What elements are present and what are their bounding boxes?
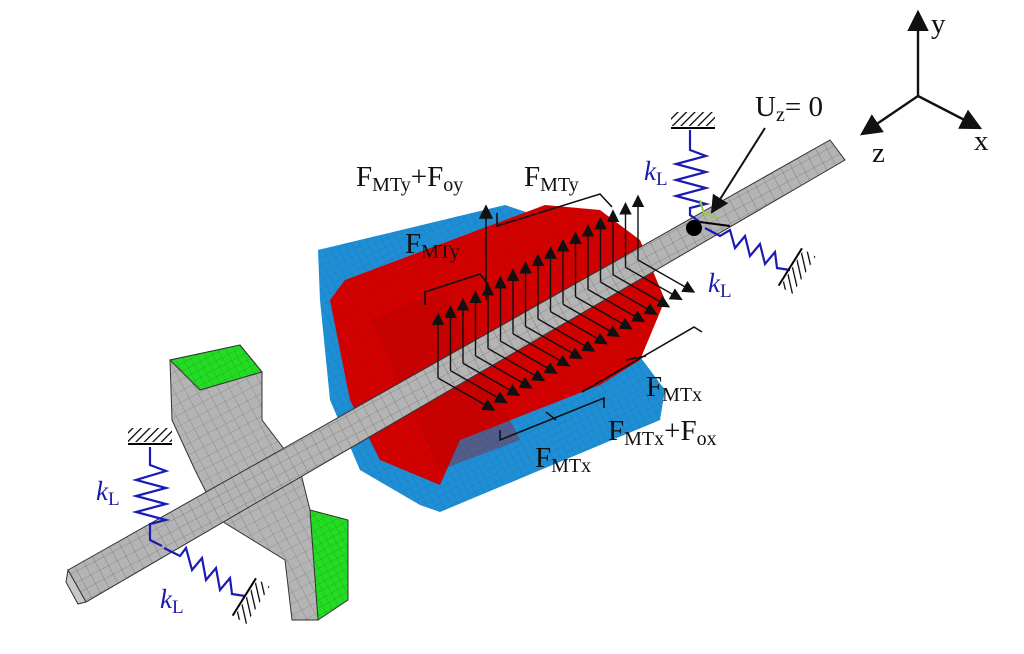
force-arrow-x	[637, 259, 696, 293]
spring-label-upper-vertical: kL	[644, 156, 668, 190]
force-arrow-x	[550, 311, 608, 345]
force-arrow-x	[475, 355, 533, 389]
axial-constraint	[686, 127, 766, 236]
force-arrow-x	[625, 266, 683, 301]
force-label-mtx-plus-fox: FMTx+Fox	[608, 415, 717, 450]
force-arrows	[431, 194, 696, 411]
axis-label-x: x	[974, 125, 989, 157]
force-arrow-x	[600, 281, 658, 315]
force-arrow-x	[562, 303, 621, 337]
spring-label-upper-diagonal: kL	[708, 268, 732, 302]
force-arrow-x	[537, 318, 596, 352]
force-brackets	[424, 193, 703, 442]
spring-supports	[131, 130, 791, 598]
force-arrow-x	[462, 362, 521, 396]
axis-label-z: z	[872, 137, 885, 169]
force-arrow-x	[525, 325, 583, 360]
spring-label-lower-vertical: kL	[96, 476, 120, 510]
ground-supports	[128, 112, 816, 625]
force-label-mty-left: FMTy	[405, 228, 460, 263]
force-arrow-x	[587, 288, 646, 323]
force-arrow-x	[487, 347, 546, 382]
force-arrow-x	[437, 377, 496, 411]
force-arrow-x	[450, 370, 508, 404]
coordinate-axes	[860, 9, 983, 136]
force-arrow-x	[512, 333, 571, 367]
shaft	[65, 139, 846, 605]
force-arrow-x	[500, 340, 558, 374]
force-arrow-x	[575, 296, 633, 330]
force-label-mtx-bottom: FMTx	[535, 442, 592, 477]
force-arrow-x	[612, 274, 671, 308]
constraint-label: Uz= 0	[755, 91, 823, 126]
force-label-mtx-right: FMTx	[646, 371, 703, 406]
force-label-mty-plus-foy: FMTy+Foy	[356, 161, 464, 196]
spring-label-lower-diagonal: kL	[160, 584, 184, 618]
force-label-mty-top: FMTy	[524, 161, 579, 196]
axis-label-y: y	[931, 8, 946, 40]
